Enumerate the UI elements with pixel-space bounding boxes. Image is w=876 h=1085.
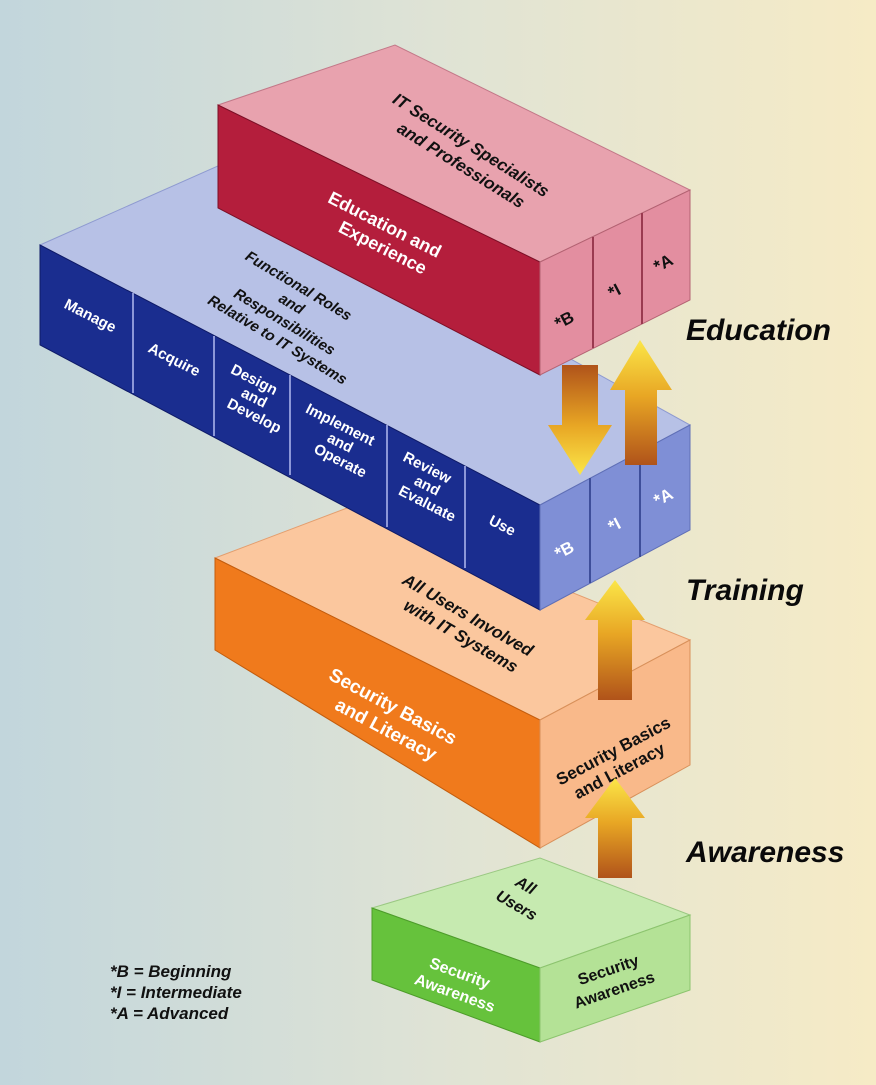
education-arrow <box>610 340 672 465</box>
training-arrow <box>585 580 645 700</box>
training-block: All Users Involved with IT Systems Secur… <box>213 504 692 849</box>
legend-intermediate: *I = Intermediate <box>110 983 242 1002</box>
blue-level-dividers <box>589 452 641 583</box>
education-block-side <box>539 189 691 376</box>
legend-advanced: *A = Advanced <box>110 1004 229 1023</box>
training-label: Training <box>686 574 804 607</box>
red-level-dividers <box>592 213 643 348</box>
training-block-side <box>539 639 691 849</box>
awareness-label: Awareness <box>685 836 844 869</box>
education-label: Education <box>686 314 831 347</box>
awareness-block-side <box>539 914 691 1043</box>
legend-beginning: *B = Beginning <box>110 962 232 981</box>
downward-arrow <box>548 365 612 475</box>
awareness-block: All Users Security Awareness Security Aw… <box>370 857 692 1043</box>
role-dividers <box>132 293 466 568</box>
functional-roles-block: Functional Roles and Responsibilities Re… <box>38 164 692 611</box>
awareness-to-training-arrow <box>585 778 645 878</box>
education-block: IT Security Specialists and Professional… <box>216 44 692 376</box>
